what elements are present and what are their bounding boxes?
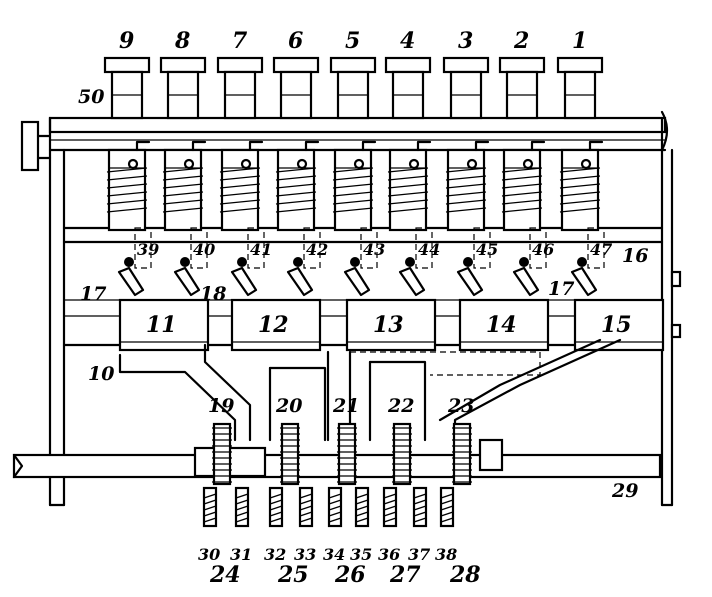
label-pin-32: 32: [264, 545, 286, 564]
key-4: 444: [384, 28, 440, 297]
label-pawl-44: 44: [418, 240, 440, 259]
label-spring-right: 17: [548, 278, 574, 300]
key-7: 41 7: [216, 28, 272, 297]
gear-26: 21 26: [332, 395, 366, 588]
label-gear-24: 24: [209, 562, 241, 588]
pin-37: 37: [408, 486, 430, 564]
label-link-22: 22: [387, 395, 414, 417]
block-13: 13: [345, 298, 437, 352]
pawl-42: [286, 257, 314, 297]
block-14: 14: [458, 298, 550, 352]
label-gear-25: 25: [277, 562, 309, 588]
label-key-7: 7: [232, 28, 248, 54]
key-9: 39 9: [103, 28, 159, 297]
label-key-3: 3: [458, 28, 473, 54]
label-key-4: 4: [400, 28, 415, 54]
label-pawl-41: 41: [250, 240, 272, 259]
pawl-44: [398, 257, 426, 297]
gear-27: 22 27: [387, 395, 421, 588]
key-5: 43 5: [329, 28, 385, 297]
links: [118, 338, 622, 442]
key-6: 42 6: [272, 28, 328, 297]
label-pawl-43: 43: [363, 240, 385, 259]
label-lever: 18: [200, 283, 226, 305]
label-pin-31: 31: [230, 545, 252, 564]
label-pawl-47: 47: [590, 240, 612, 259]
pawl-43: [343, 257, 371, 297]
pin-38: 38: [435, 486, 457, 564]
key-1: 47 1: [556, 28, 612, 297]
key-8: 40 8: [159, 28, 215, 297]
gear-28: 23 28: [447, 395, 481, 588]
label-pin-37: 37: [408, 545, 430, 564]
block-12: 12: [230, 298, 322, 352]
label-link-21: 21: [332, 395, 359, 417]
label-bar: 16: [622, 245, 648, 267]
key-3: 45 3: [442, 28, 498, 297]
label-key-2: 2: [513, 28, 529, 54]
label-link-23: 23: [447, 395, 474, 417]
pawl-41: [230, 257, 258, 297]
label-key-5: 5: [345, 28, 360, 54]
label-pawl-40: 40: [193, 240, 215, 259]
side-frame: [48, 116, 682, 507]
number-blocks: 11 12 13 14 15: [118, 298, 665, 352]
label-shaft: 29: [611, 480, 638, 502]
label-spring-left: 17: [80, 283, 106, 305]
pin-row: 30 31 32 33 34 35 36 37 38: [198, 486, 457, 564]
pin-33: 33: [294, 486, 316, 564]
label-link-19: 19: [208, 395, 234, 417]
pawl-39: [117, 257, 145, 297]
pin-34: 34: [323, 486, 345, 564]
pin-35: 35: [350, 486, 372, 564]
pawl-45: [456, 257, 484, 297]
label-gear-27: 27: [389, 562, 421, 588]
label-block-11: 11: [146, 312, 177, 338]
key-2: 46 2: [498, 28, 554, 297]
label-gear-28: 28: [449, 562, 481, 588]
label-frame-top: 50: [78, 86, 104, 108]
label-gear-26: 26: [334, 562, 366, 588]
label-frame-left: 10: [88, 363, 114, 385]
label-pin-30: 30: [198, 545, 220, 564]
pawl-40: [173, 257, 201, 297]
label-key-6: 6: [288, 28, 303, 54]
block-15: 15: [573, 298, 665, 352]
label-pawl-42: 42: [306, 240, 328, 259]
top-frame: [20, 110, 669, 172]
block-11: 11: [118, 298, 210, 352]
pawl-46: [512, 257, 540, 297]
label-block-14: 14: [486, 312, 517, 338]
label-pin-38: 38: [435, 545, 457, 564]
pawl-47: [570, 257, 598, 297]
label-block-12: 12: [258, 312, 289, 338]
pin-32: 32: [264, 486, 286, 564]
label-pawl-39: 39: [137, 240, 159, 259]
pin-30: 30: [198, 486, 220, 564]
label-pin-35: 35: [350, 545, 372, 564]
label-pin-36: 36: [378, 545, 400, 564]
label-link-20: 20: [275, 395, 302, 417]
label-block-15: 15: [601, 312, 632, 338]
reference-labels: 50 10 16 29 17 17 18: [78, 86, 648, 502]
pin-31: 31: [230, 486, 252, 564]
label-key-1: 1: [572, 28, 587, 54]
label-pawl-46: 46: [532, 240, 554, 259]
label-pin-33: 33: [294, 545, 316, 564]
pin-36: 36: [378, 486, 400, 564]
label-pin-34: 34: [323, 545, 345, 564]
label-block-13: 13: [373, 312, 404, 338]
label-key-9: 9: [119, 28, 134, 54]
label-key-8: 8: [174, 28, 190, 54]
label-pawl-45: 45: [476, 240, 498, 259]
